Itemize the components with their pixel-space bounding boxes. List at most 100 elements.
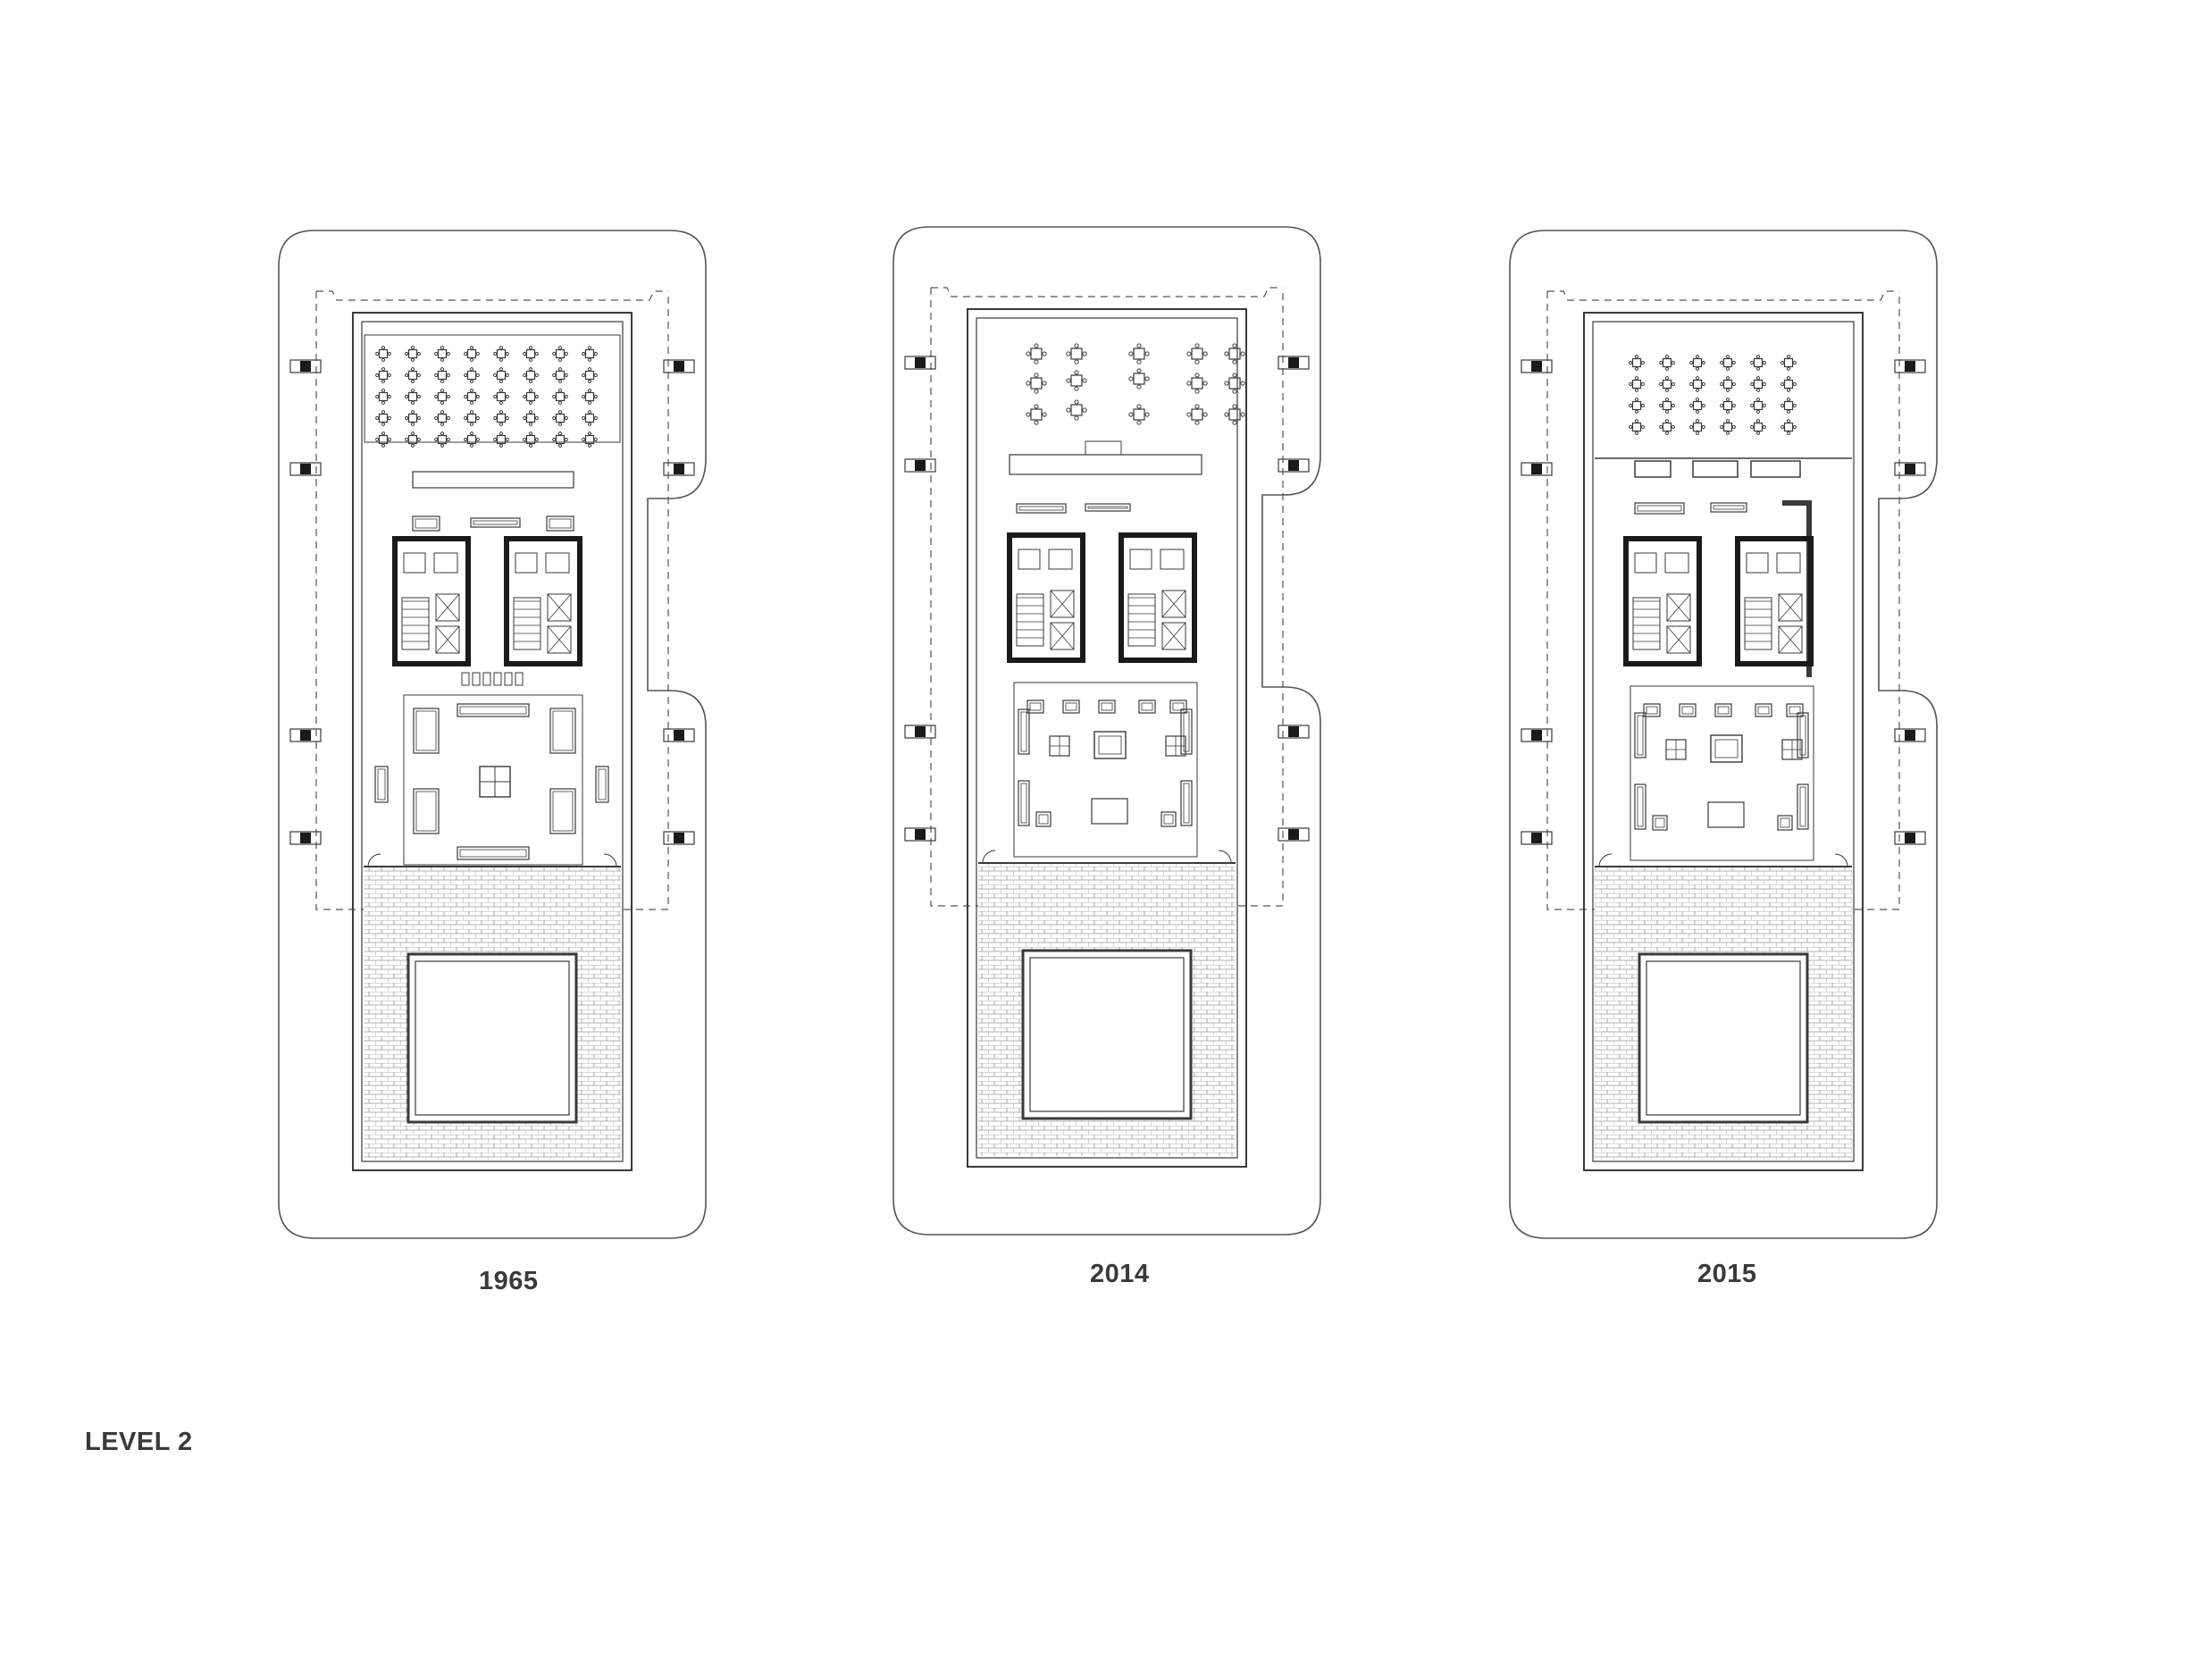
sofa — [457, 703, 530, 717]
sofa — [1035, 811, 1052, 827]
table-with-chairs — [523, 346, 539, 362]
table-with-chairs — [1629, 419, 1645, 435]
table-with-chairs — [1750, 355, 1766, 371]
table-with-chairs — [375, 389, 391, 405]
lounge-area — [1013, 682, 1198, 858]
sofa — [1714, 703, 1732, 717]
dining-area — [364, 334, 621, 448]
plan-year-label: 2015 — [1697, 1260, 1757, 1288]
table-with-chairs — [523, 367, 539, 383]
structural-column — [663, 462, 695, 476]
table-with-chairs — [523, 432, 539, 448]
door-swing — [1598, 853, 1848, 867]
sofa — [457, 846, 530, 860]
table-with-chairs — [552, 367, 568, 383]
table-with-chairs — [1689, 398, 1705, 414]
structural-column — [289, 359, 322, 373]
sofa — [1016, 503, 1067, 514]
table-with-chairs — [552, 410, 568, 426]
structural-column — [904, 458, 936, 473]
bar-counter — [412, 471, 574, 532]
table-with-chairs — [493, 346, 509, 362]
table-with-chairs — [405, 367, 421, 383]
table-with-chairs — [1066, 370, 1087, 391]
floor-plan-1965 — [278, 230, 707, 1239]
table-with-chairs — [582, 367, 598, 383]
table-with-chairs — [434, 410, 450, 426]
table-with-chairs — [1689, 376, 1705, 392]
structural-column — [1521, 359, 1553, 373]
roof-outline — [315, 290, 669, 910]
table-with-chairs — [434, 389, 450, 405]
sofa — [470, 517, 521, 528]
table-with-chairs — [1629, 355, 1645, 371]
floor-plan-2014 — [892, 226, 1321, 1236]
sofa — [1160, 811, 1177, 827]
table-with-chairs — [1186, 373, 1208, 394]
table-with-chairs — [1780, 376, 1797, 392]
table-with-chairs — [1128, 368, 1150, 390]
table-with-chairs — [1659, 419, 1675, 435]
table-with-chairs — [582, 346, 598, 362]
sofa — [1634, 712, 1646, 758]
sofa — [1710, 502, 1747, 513]
structural-column — [1521, 462, 1553, 476]
dining-area — [1026, 343, 1245, 425]
table-with-chairs — [375, 346, 391, 362]
structural-column — [1278, 458, 1310, 473]
structural-column — [1894, 831, 1926, 845]
dining-area — [1629, 355, 1797, 435]
sofa — [1018, 780, 1030, 826]
table-with-chairs — [464, 367, 480, 383]
table-with-chairs — [464, 346, 480, 362]
table-with-chairs — [1659, 376, 1675, 392]
sofa — [1652, 815, 1668, 831]
atrium-void — [1638, 952, 1809, 1124]
sofa — [1180, 780, 1193, 826]
table-with-chairs — [1659, 355, 1675, 371]
table-with-chairs — [1689, 419, 1705, 435]
table-with-chairs — [1750, 419, 1766, 435]
table-with-chairs — [1629, 376, 1645, 392]
service-core — [1623, 536, 1702, 666]
sofa — [1180, 708, 1193, 755]
roof-outline — [930, 287, 1284, 907]
table-with-chairs — [552, 346, 568, 362]
service-core — [1007, 532, 1085, 663]
table-with-chairs — [434, 432, 450, 448]
table-with-chairs — [552, 432, 568, 448]
service-core — [504, 536, 582, 666]
lounge-area — [374, 672, 609, 866]
structural-column — [904, 356, 936, 370]
table-with-chairs — [493, 410, 509, 426]
table-with-chairs — [1224, 343, 1245, 364]
structural-column — [1894, 462, 1926, 476]
atrium-void — [1021, 949, 1193, 1120]
sofa — [1018, 708, 1030, 755]
site-outline — [278, 230, 707, 1239]
building-envelope — [1583, 312, 1864, 1171]
sofa — [412, 515, 440, 532]
table-with-chairs — [1689, 355, 1705, 371]
sofa — [546, 515, 574, 532]
building-envelope — [967, 308, 1247, 1168]
sofa — [1797, 712, 1809, 758]
table-with-chairs — [1720, 376, 1736, 392]
table-with-chairs — [1720, 355, 1736, 371]
table-with-chairs — [493, 389, 509, 405]
structural-column — [1894, 728, 1926, 742]
table-with-chairs — [1780, 398, 1797, 414]
level-label: LEVEL 2 — [85, 1428, 193, 1456]
sofa — [1679, 703, 1697, 717]
structural-column — [289, 462, 322, 476]
structural-column — [663, 831, 695, 845]
table-with-chairs — [434, 367, 450, 383]
sofa — [1085, 503, 1131, 512]
table-with-chairs — [493, 432, 509, 448]
table-with-chairs — [523, 410, 539, 426]
table-with-chairs — [405, 432, 421, 448]
table-with-chairs — [1659, 398, 1675, 414]
table-with-chairs — [1224, 404, 1245, 425]
sofa — [1786, 703, 1804, 717]
service-core — [1119, 532, 1197, 663]
